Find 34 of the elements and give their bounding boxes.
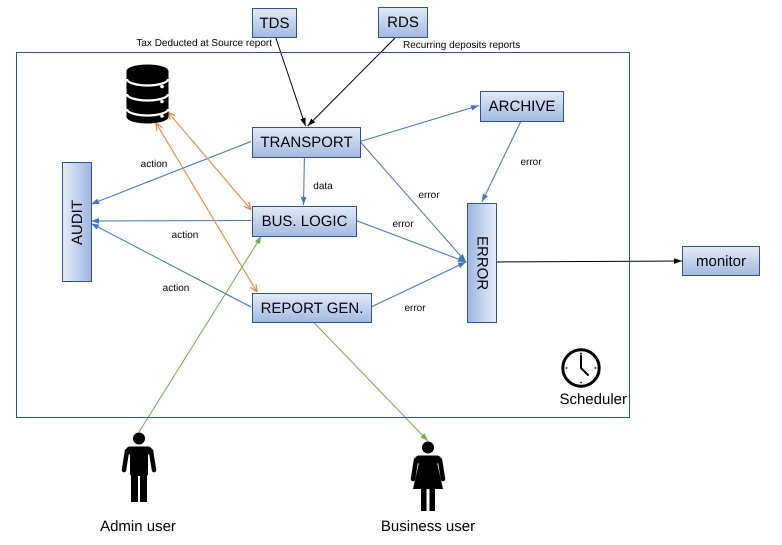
- process-box: TRANSPORT: [252, 127, 361, 158]
- process-box: BUS. LOGIC: [252, 206, 357, 237]
- arrow: [155, 122, 258, 293]
- arrow: [167, 112, 252, 210]
- vertical-process-box: AUDIT: [62, 162, 92, 282]
- arrow: [275, 38, 306, 126]
- arrow: [90, 218, 252, 224]
- arrow: [312, 322, 428, 442]
- arrow: [360, 105, 480, 142]
- user-label: Admin user: [99, 518, 177, 536]
- person-icon: [121, 432, 157, 502]
- database-icon: [126, 64, 169, 124]
- arrow: [370, 262, 466, 308]
- container-frame: [16, 52, 630, 418]
- arrow: [356, 220, 466, 262]
- source-caption: Recurring deposits reports: [403, 40, 522, 52]
- person-icon: [410, 441, 446, 511]
- arrow: [90, 141, 252, 205]
- scheduler-label: Scheduler: [559, 391, 627, 409]
- process-box: REPORT GEN.: [252, 293, 372, 323]
- arrow: [300, 156, 306, 206]
- arrow: [481, 120, 522, 202]
- arrow: [307, 38, 396, 126]
- arrow: [496, 258, 682, 264]
- user-label: Business user: [380, 518, 476, 536]
- process-box: RDS: [378, 7, 428, 38]
- vertical-process-box: ERROR: [467, 203, 497, 323]
- arrow: [138, 236, 262, 432]
- arrow: [90, 222, 252, 308]
- process-box: TDS: [252, 8, 297, 38]
- process-box: ARCHIVE: [480, 91, 564, 122]
- process-box: monitor: [682, 246, 760, 276]
- source-caption: Tax Deducted at Source report: [135, 38, 272, 50]
- arrow: [360, 141, 466, 262]
